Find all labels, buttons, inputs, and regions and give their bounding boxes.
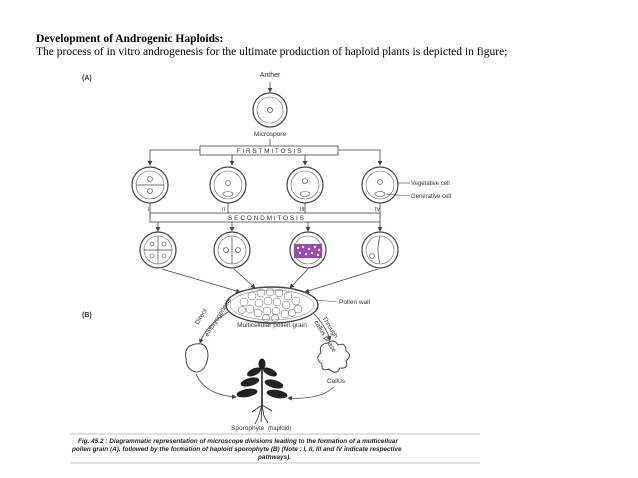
pathway-iv-label: IV [375, 207, 381, 213]
intro-text: The process of in vitro androgenesis for… [36, 46, 508, 58]
microspore-label: Microspore [254, 131, 287, 138]
embryogenesis-label: embryogenesis [204, 296, 234, 338]
path-iv-cell-stage2 [361, 231, 399, 269]
pathway-iii-label: III [300, 207, 305, 213]
panel-a-label: (A) [82, 75, 92, 82]
path-iii-cell [286, 166, 324, 204]
vegetative-cell-label: Vegetative cell [411, 181, 450, 187]
pollen-wall-pointer [316, 299, 338, 303]
multicellular-pollen-label: Multicellular pollen grain [237, 322, 307, 329]
anther-label: Anther [260, 72, 281, 79]
pollen-wall-label: Pollen wall [339, 299, 371, 306]
embryo-shape [185, 343, 209, 373]
callus-path-arrow [313, 313, 332, 341]
direct-embryogenesis-arrow [198, 311, 229, 344]
multicellular-pollen-grain [225, 286, 319, 324]
pathway-i-label: I [148, 207, 150, 213]
path-i-four-cell [139, 231, 177, 269]
haploid-label: (haploid) [268, 426, 291, 432]
callus-to-plant-arrow [287, 386, 335, 401]
embryo-to-plant-arrow [195, 373, 237, 400]
path-ii-cell [209, 166, 247, 204]
callus-label: Callus [327, 378, 346, 385]
first-mitosis-label: F I R S T M I T O S I S [237, 148, 303, 155]
pathway-ii-label: II [222, 207, 226, 213]
second-mitosis-box [149, 212, 381, 223]
second-mitosis-arrows [155, 222, 383, 232]
figure-caption-line-1: Fig. 45.2 : Diagrammatic representation … [78, 438, 398, 445]
sporophyte-label: Sporophyte [231, 425, 265, 432]
panel-b-label: (B) [82, 312, 92, 319]
path-i-binucleate-cell [131, 166, 169, 204]
path-ii-two-cell [213, 231, 251, 269]
path-iii-dividing-cell [289, 231, 327, 269]
second-mitosis-label: S E C O N D M I T O S I S [228, 215, 305, 222]
page-heading: Development of Androgenic Haploids: [36, 33, 224, 45]
first-mitosis-box [199, 145, 339, 156]
callus-shape [317, 340, 350, 373]
first-mitosis-arrows [147, 149, 383, 166]
path-iv-cell [361, 166, 399, 204]
haploid-plant [236, 358, 288, 425]
generative-cell-label: Generative cell [411, 194, 451, 200]
microspore-cell [252, 92, 288, 128]
direct-label: Direct [194, 308, 209, 326]
figure-caption-line-2: pollen grain (A), followed by the format… [71, 446, 402, 453]
figure-caption-line-3: pathways). [257, 454, 291, 461]
generative-pointer [385, 193, 411, 197]
convergence-arrows [161, 268, 379, 294]
